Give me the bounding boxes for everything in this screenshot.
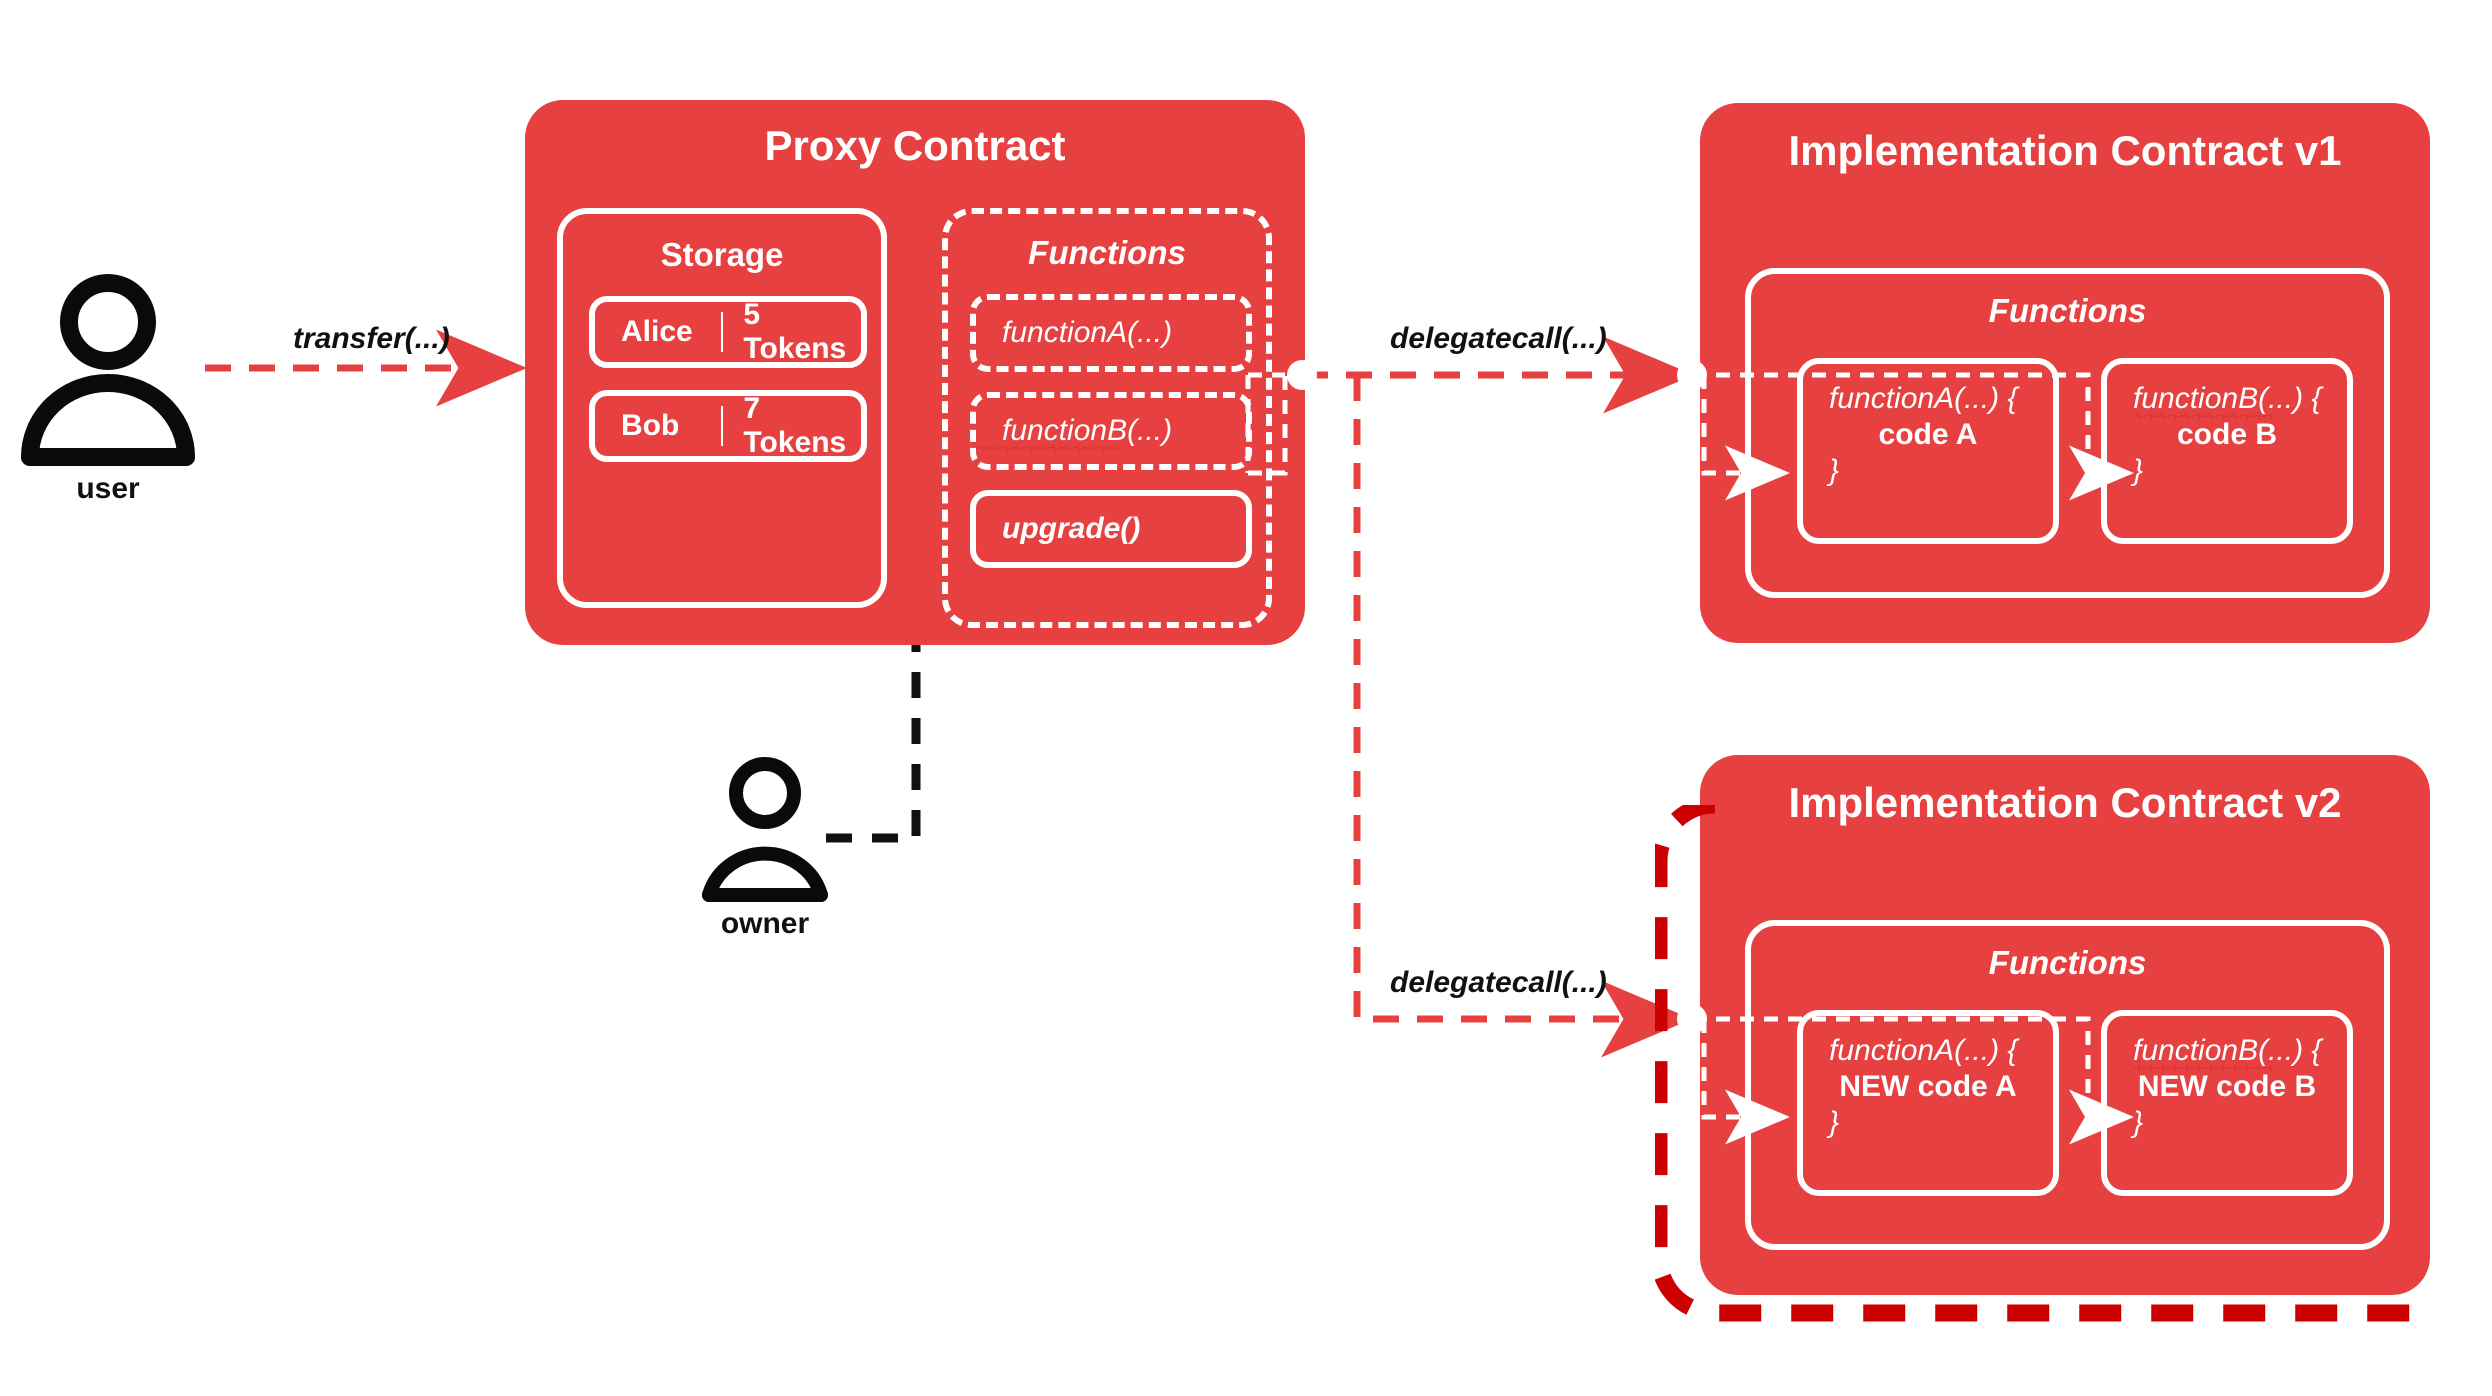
implementation-v1-functions-panel: Functions functionA(...) { code A } func… [1745,268,2390,598]
upgrade-function-label: upgrade() [1002,512,1141,545]
actor-user-label: user [76,472,140,505]
storage-name: Bob [621,409,680,442]
storage-value: 5 Tokens [743,298,847,365]
implementation-v2-functions-panel: Functions functionA(...) { NEW code A } … [1745,920,2390,1250]
storage-row-alice: Alice 5 Tokens [589,296,867,368]
proxy-functions-title: Functions [1028,234,1186,271]
proxy-function-b-label: functionB(...) [976,414,1172,452]
implementation-v1-functions-title: Functions [1988,292,2147,329]
proxy-function-a[interactable]: functionA(...) [970,294,1252,372]
implementation-v1-function-b[interactable]: functionB(...) { code B } [2101,358,2353,544]
storage-row-bob: Bob 7 Tokens [589,390,867,462]
person-icon [702,757,828,902]
implementation-v2-function-b[interactable]: functionB(...) { NEW code B } [2101,1010,2353,1196]
function-closing: } [1829,454,1840,487]
function-closing: } [2133,454,2144,487]
function-signature: functionA(...) { [1829,1034,2018,1067]
proxy-function-a-label: functionA(...) [1002,316,1173,349]
edge-delegatecall-v2 [1353,375,1692,1058]
edge-label-delegatecall-v2: delegatecall(...) [1390,966,1607,999]
implementation-v2-functions-title: Functions [1988,944,2147,981]
function-closing: } [2133,1106,2144,1139]
edge-label-transfer: transfer(...) [293,322,450,355]
proxy-storage-panel: Storage Alice 5 Tokens Bob 7 Tokens [557,208,887,608]
storage-separator [720,312,724,352]
function-body: NEW code B [2137,1070,2317,1103]
storage-name: Alice [621,315,693,348]
storage-separator [720,406,724,446]
implementation-v2-title: Implementation Contract v2 [1788,779,2342,826]
proxy-functions-panel: Functions functionA(...) functionB(...) … [942,208,1272,628]
actor-user[interactable]: user [18,272,198,512]
function-signature: functionA(...) { [1829,382,2018,415]
function-body: NEW code A [1839,1070,2017,1103]
function-closing: } [1829,1106,1840,1139]
actor-owner[interactable]: owner [700,755,830,945]
implementation-v2-function-a[interactable]: functionA(...) { NEW code A } [1797,1010,2059,1196]
implementation-v1-function-a[interactable]: functionA(...) { code A } [1797,358,2059,544]
person-icon [21,274,195,466]
function-body: code A [1878,418,1978,451]
function-signature: functionB(...) { [2133,1034,2322,1072]
function-signature: functionB(...) { [2133,382,2322,420]
function-body: code B [2176,418,2278,451]
actor-owner-label: owner [720,907,810,940]
proxy-contract-title: Proxy Contract [764,122,1066,169]
implementation-v2[interactable]: Implementation Contract v2 Functions fun… [1700,755,2430,1295]
implementation-v1-title: Implementation Contract v1 [1788,127,2342,174]
proxy-contract[interactable]: Proxy Contract Storage Alice 5 Tokens Bo… [525,100,1305,645]
proxy-function-b[interactable]: functionB(...) [970,392,1252,470]
edge-label-delegatecall-v1: delegatecall(...) [1390,322,1607,355]
proxy-storage-title: Storage [660,236,784,273]
upgrade-function[interactable]: upgrade() [970,490,1252,568]
storage-value: 7 Tokens [743,392,847,459]
implementation-v1[interactable]: Implementation Contract v1 Functions fun… [1700,103,2430,643]
